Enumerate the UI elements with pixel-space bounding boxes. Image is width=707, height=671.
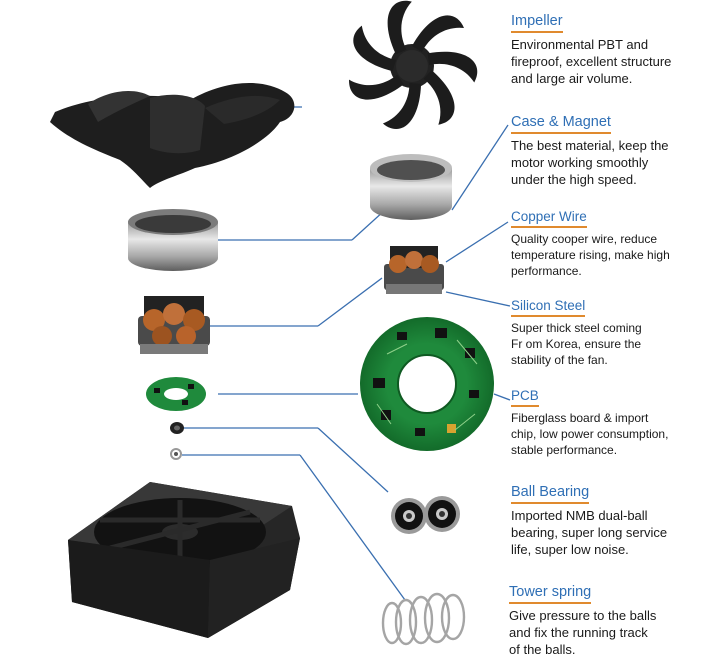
label-copper-wire-line: Quality cooper wire, reduce: [511, 232, 658, 246]
label-silicon-steel-body: Super thick steel coming Fr om Korea, en…: [511, 320, 707, 368]
label-impeller: Impeller Environmental PBT and fireproof…: [511, 12, 707, 87]
leader-line-case-right: [351, 209, 386, 241]
leader-line-silicon-steel: [445, 291, 511, 307]
spring-icon: [381, 592, 466, 646]
label-case-magnet-line: under the high speed.: [511, 172, 637, 187]
label-ball-bearing-body: Imported NMB dual-ball bearing, super lo…: [511, 507, 707, 558]
label-tower-spring-title: Tower spring: [509, 584, 592, 604]
leader-line-copper-wire: [445, 221, 509, 263]
label-case-magnet-title: Case & Magnet: [511, 114, 611, 134]
ball-bearing-icon: [391, 496, 460, 534]
magnet-ring-icon: [370, 154, 452, 220]
small-spring-icon: [170, 448, 182, 460]
label-tower-spring-body: Give pressure to the balls and fix the r…: [509, 607, 707, 658]
label-impeller-title: Impeller: [511, 13, 563, 33]
label-case-magnet-line: The best material, keep the: [511, 138, 669, 153]
label-pcb-line: chip, low power consumption,: [511, 427, 669, 441]
stator-coil-left-icon: [138, 296, 210, 354]
leader-line-pcb: [493, 393, 511, 401]
label-silicon-steel-line: Super thick steel coming: [511, 321, 642, 335]
label-copper-wire-title: Copper Wire: [511, 208, 587, 228]
pcb-board-icon: [360, 317, 494, 451]
label-ball-bearing-line: life, super low noise.: [511, 542, 629, 557]
label-ball-bearing-title: Ball Bearing: [511, 484, 590, 504]
fan-frame-icon: [68, 482, 300, 638]
label-pcb: PCB Fiberglass board & import chip, low …: [511, 387, 707, 458]
impeller-side-icon: [50, 82, 295, 188]
label-impeller-line: fireproof, excellent structure: [511, 54, 672, 69]
label-copper-wire-body: Quality cooper wire, reduce temperature …: [511, 231, 707, 279]
leader-lines: [182, 106, 511, 601]
label-case-magnet-body: The best material, keep the motor workin…: [511, 137, 707, 188]
label-silicon-steel-line: Fr om Korea, ensure the: [511, 337, 642, 351]
label-copper-wire-line: temperature rising, make high: [511, 248, 670, 262]
pcb-board-small-icon: [146, 377, 206, 411]
impeller-icon: [349, 0, 478, 129]
leader-line-bearing-b: [317, 427, 389, 493]
label-pcb-line: stable performance.: [511, 443, 618, 457]
leader-line-stator-right: [317, 277, 383, 327]
leader-line-case-magnet: [451, 124, 509, 211]
label-tower-spring-line: Give pressure to the balls: [509, 608, 657, 623]
label-copper-wire-line: performance.: [511, 264, 582, 278]
label-silicon-steel: Silicon Steel Super thick steel coming F…: [511, 297, 707, 368]
label-pcb-body: Fiberglass board & import chip, low powe…: [511, 410, 707, 458]
label-case-magnet-line: motor working smoothly: [511, 155, 649, 170]
label-ball-bearing-line: Imported NMB dual-ball: [511, 508, 648, 523]
leader-line-spring-b: [299, 454, 406, 601]
label-case-magnet: Case & Magnet The best material, keep th…: [511, 113, 707, 188]
label-ball-bearing-line: bearing, super long service: [511, 525, 668, 540]
stator-coil-icon: [384, 246, 444, 294]
magnet-ring-left-icon: [128, 209, 218, 271]
label-impeller-body: Environmental PBT and fireproof, excelle…: [511, 36, 707, 87]
label-tower-spring-line: and fix the running track: [509, 625, 648, 640]
label-impeller-line: Environmental PBT and: [511, 37, 649, 52]
label-silicon-steel-title: Silicon Steel: [511, 297, 586, 317]
label-impeller-line: and large air volume.: [511, 71, 633, 86]
label-copper-wire: Copper Wire Quality cooper wire, reduce …: [511, 208, 707, 279]
small-bearing-icon: [170, 422, 184, 434]
label-pcb-line: Fiberglass board & import: [511, 411, 649, 425]
label-tower-spring-line: of the balls.: [509, 642, 576, 657]
label-silicon-steel-line: stability of the fan.: [511, 353, 608, 367]
label-tower-spring: Tower spring Give pressure to the balls …: [509, 583, 707, 658]
label-ball-bearing: Ball Bearing Imported NMB dual-ball bear…: [511, 483, 707, 558]
label-pcb-title: PCB: [511, 387, 539, 407]
